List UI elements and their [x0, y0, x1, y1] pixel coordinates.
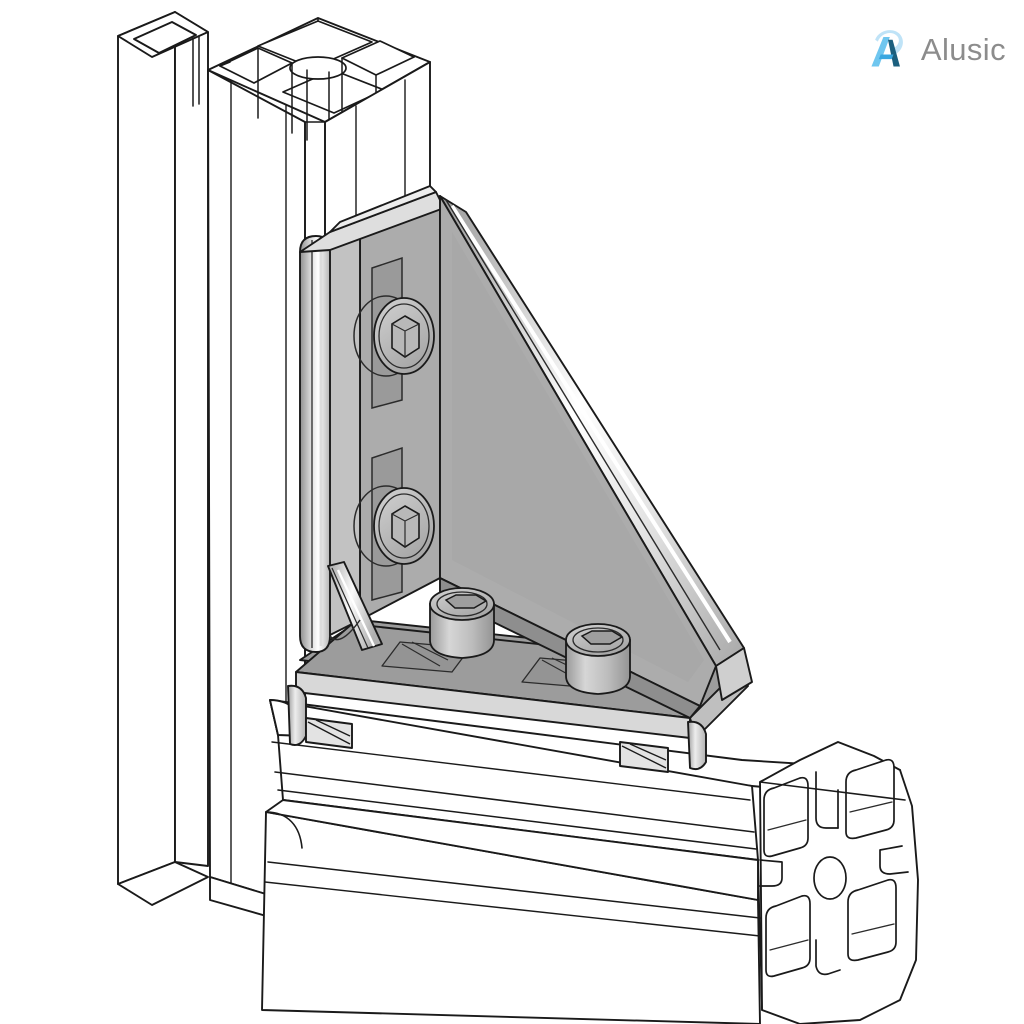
horizontal-extrusion-end-slots [759, 771, 909, 976]
hex-socket-icon [444, 594, 488, 609]
bracket-gusset-right-foot [715, 647, 753, 701]
horizontal-extrusion-front-lower-groove-2 [264, 881, 761, 937]
logo-a-left-stroke [871, 37, 890, 67]
centre-bore [289, 56, 347, 80]
end-chamber-bottom-left [765, 894, 811, 978]
horizontal-extrusion-step [265, 799, 759, 901]
vertical-extrusion-left-face [117, 11, 176, 885]
horizontal-extrusion-end-inner-lines [767, 801, 895, 951]
vertical-extrusion-left-top-bore [133, 21, 197, 54]
bracket-hypotenuse-rib-highlight [450, 204, 732, 644]
end-chamber-top-left [763, 776, 809, 858]
bracket-vertical-top-flange-lip [329, 185, 437, 233]
screw-head-top-inner [572, 627, 624, 653]
logo-a-crossbar [878, 54, 894, 60]
horizontal-extrusion-end-seam [759, 781, 906, 801]
screw-head-inner [378, 303, 430, 369]
logo-arc [875, 30, 903, 54]
vertical-extrusion [117, 11, 431, 928]
bracket-vertical-left-rib [299, 235, 331, 653]
horizontal-extrusion-end-seam-2 [757, 859, 763, 1011]
screw-head-inner [378, 493, 430, 559]
bracket-gusset-web-shade [452, 232, 704, 682]
horizontal-extrusion-front-groove-2 [277, 789, 757, 850]
fastener-base-right [565, 623, 631, 695]
end-centre-bore [813, 856, 847, 900]
horizontal-extrusion-end-chambers [763, 758, 897, 978]
chamber-rear [257, 20, 373, 69]
brand-name: Alusic [920, 31, 1006, 67]
bracket-inner-corner-fillet [329, 619, 361, 641]
hex-socket-depth [391, 513, 420, 547]
vertical-extrusion-top-profile [219, 20, 415, 114]
horizontal-extrusion-front-lower-groove [267, 861, 761, 919]
bracket-base-corner-post-right [687, 720, 707, 771]
vertical-extrusion-left-inner [174, 11, 209, 867]
bracket-small-diagonal-rib-highlight [336, 569, 376, 647]
brand-logo: Alusic [865, 26, 1006, 72]
bracket-base-corner-post-left [287, 684, 307, 746]
bracket-hypotenuse-rib-seam [445, 199, 721, 651]
vertical-extrusion-top-slots [219, 17, 415, 67]
bracket-base-tab-right-diag [621, 743, 667, 769]
gusset-bracket [287, 185, 753, 773]
horizontal-extrusion-front-groove-3 [271, 741, 751, 801]
horizontal-extrusion-front-groove [274, 771, 755, 833]
hex-socket-depth [391, 323, 420, 357]
fastener-vertical-upper [353, 295, 435, 377]
fastener-base-left [429, 587, 495, 659]
alusic-a-monogram-icon [871, 30, 903, 67]
screw-head-top-inner [436, 591, 488, 617]
horizontal-extrusion [261, 699, 919, 1024]
vertical-extrusion-bottom-left-cut [117, 861, 209, 906]
horizontal-extrusion-corner-fillet-lower [265, 811, 303, 849]
end-chamber-top-right [845, 758, 895, 840]
end-chamber-bottom-right [847, 878, 897, 962]
bracket-small-diagonal-rib-seam [331, 567, 369, 649]
bracket-base-tab-left-diag [307, 719, 351, 745]
fastener-vertical-lower [353, 485, 435, 567]
logo-a-right-stroke [887, 39, 900, 67]
hex-socket-icon [580, 630, 624, 645]
